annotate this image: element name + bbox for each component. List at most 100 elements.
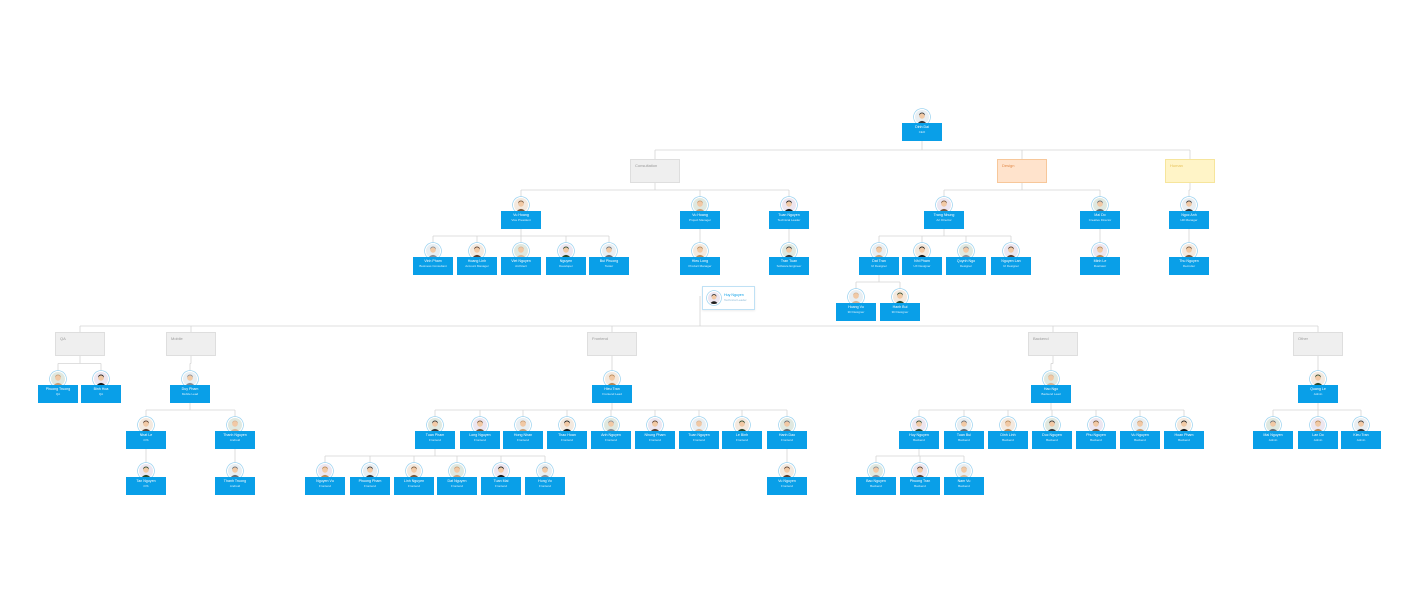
employee-name: Duc Nguyen [1042, 433, 1062, 437]
employee-name: Quynh Ngo [956, 259, 976, 263]
employee-name: Hanh Dao [778, 433, 796, 437]
employee-role: Recruiter [1182, 263, 1196, 268]
employee-role: Illustrator [1093, 263, 1107, 268]
employee-name: Huy Nguyen [909, 433, 929, 437]
employee-role: Project Manager [688, 217, 711, 222]
employee-name: Hoang Vu [848, 305, 864, 309]
employee-role: Frontend [780, 483, 793, 488]
employee-name: Vu Hoang [513, 213, 529, 217]
avatar [449, 463, 465, 479]
avatar [138, 417, 154, 433]
department-other[interactable]: Other [1293, 332, 1343, 356]
employee-role: Technical Leader [777, 217, 801, 222]
employee-name: Hieu Tran [604, 387, 620, 391]
department-consultation[interactable]: Consultation [630, 159, 680, 183]
employee-role: QA [98, 391, 104, 396]
employee-name: Nguyen Lan [1001, 259, 1021, 263]
employee-name: Viet Nguyen [511, 259, 531, 263]
department-qa[interactable]: QA [55, 332, 105, 356]
employee-role: CEO [918, 129, 926, 134]
employee-role: Backend [958, 483, 970, 488]
department-mobile[interactable]: Mobile [166, 332, 216, 356]
employee-name: Vu Nguyen [1131, 433, 1149, 437]
employee-name: Mai Nguyen [1263, 433, 1283, 437]
employee-role: Backend [958, 437, 970, 442]
employee-name: Hoan Pham [1174, 433, 1194, 437]
department-backend[interactable]: Backend [1028, 332, 1078, 356]
employee-role: Designer [959, 263, 972, 268]
department-hr[interactable]: Human [1165, 159, 1215, 183]
avatar [707, 291, 721, 305]
department-frontend[interactable]: Frontend [587, 332, 637, 356]
employee-name: Nguyen [559, 259, 573, 263]
department-design[interactable]: Design [997, 159, 1047, 183]
avatar [956, 417, 972, 433]
employee-role: Frontend Lead [602, 391, 622, 396]
employee-name: Tuan Nguyen [778, 213, 800, 217]
